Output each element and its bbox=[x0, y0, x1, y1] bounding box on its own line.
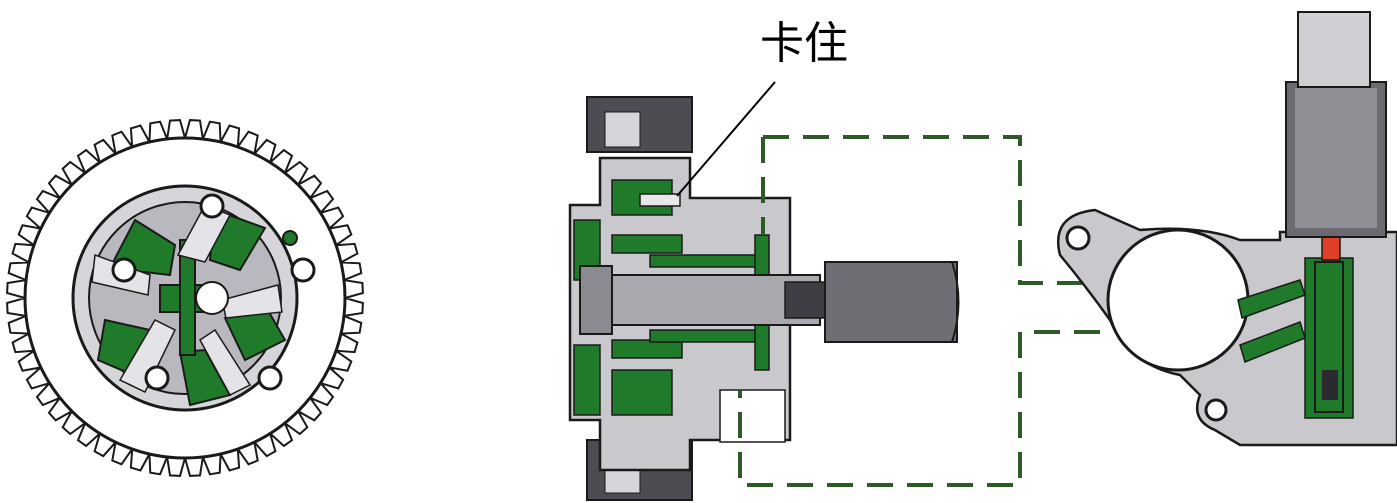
camshaft bbox=[824, 261, 958, 343]
bolt-holes bbox=[111, 193, 316, 391]
center-bore bbox=[195, 281, 229, 315]
mount-hole-left bbox=[1065, 225, 1091, 251]
cam-phaser-front-view-icon bbox=[6, 119, 364, 477]
callout-leader bbox=[676, 81, 776, 197]
mount-hole-bottom bbox=[1204, 398, 1228, 422]
camshaft-bolt bbox=[584, 274, 821, 326]
lock-pin bbox=[282, 230, 298, 246]
stuck-callout-label: 卡住 bbox=[760, 18, 848, 69]
bolt-head bbox=[579, 265, 613, 335]
oil-line-connections bbox=[738, 135, 1100, 487]
oil-control-valve-section-icon bbox=[1057, 11, 1397, 447]
cam-phaser-section-view-icon bbox=[568, 81, 960, 501]
camshaft-bore bbox=[1106, 228, 1250, 372]
locking-pin bbox=[639, 193, 681, 207]
solenoid-connector bbox=[1297, 11, 1371, 88]
